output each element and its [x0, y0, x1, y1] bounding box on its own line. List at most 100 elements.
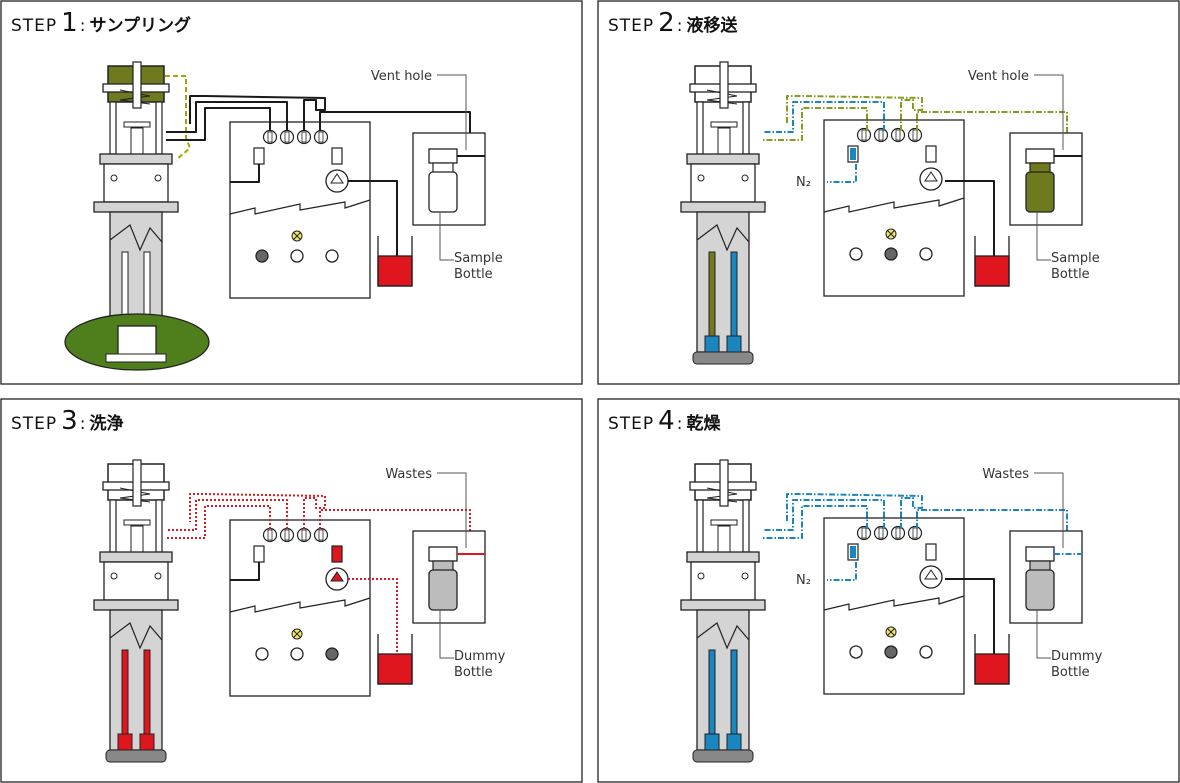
beaker-outline [974, 634, 1010, 685]
vessel-label: Wastes [385, 467, 432, 482]
body-block [690, 163, 756, 203]
callout-line [437, 472, 467, 548]
indicator-light-right [325, 647, 339, 661]
valve-mark [895, 527, 901, 539]
indicator-light-right [919, 247, 933, 261]
bottle-cap [1025, 546, 1055, 562]
pipe-line [189, 493, 326, 529]
bottle-label-line2: Bottle [454, 665, 493, 680]
tube-tip [726, 335, 742, 353]
pipe-line [230, 164, 260, 183]
step-title-step-separator: : [677, 16, 683, 36]
tube-tip [117, 733, 133, 751]
bottle-body [428, 569, 458, 611]
step-title-step-name: 乾燥 [686, 413, 721, 434]
valve-mark [318, 529, 324, 541]
body-block [103, 163, 169, 203]
bottle-body [428, 171, 458, 213]
lamp-cross [887, 628, 895, 636]
step-title-step-prefix: STEP [608, 16, 654, 36]
support-rod-right [155, 101, 163, 155]
body-bottom-flange [680, 599, 766, 611]
pipe-line [916, 509, 1068, 548]
lamp-cross [293, 232, 301, 240]
piping [166, 493, 471, 654]
body-top-plate [99, 153, 173, 165]
body-top-plate [686, 153, 760, 165]
nitrogen-label: N₂ [796, 573, 811, 588]
valve-mark [861, 527, 867, 539]
cabinet-panel-line [823, 197, 965, 213]
inner-tube [730, 649, 738, 737]
sampler-probe [680, 459, 766, 763]
pipe-line [230, 562, 260, 581]
control-box [823, 517, 965, 695]
pipe-line [763, 107, 868, 141]
support-rod-left [109, 101, 117, 155]
pipe-line [319, 111, 471, 150]
callout-line [1034, 472, 1064, 548]
waste-beaker [974, 255, 1010, 287]
bottle-body [1025, 171, 1055, 213]
break-mark-icon [696, 622, 750, 650]
break-mark-icon [696, 224, 750, 252]
inner-tube [143, 649, 151, 737]
pipe-line [348, 578, 398, 654]
body-top-plate [99, 551, 173, 563]
clamp-plate [710, 121, 738, 128]
bolt-icon [697, 572, 705, 580]
valve-stem [130, 525, 144, 553]
indicator-light-middle [290, 249, 304, 263]
pipe-line [945, 578, 995, 654]
bottle-label-line2: Bottle [1051, 665, 1090, 680]
probe-base [105, 353, 167, 363]
sampler-probe [93, 459, 179, 763]
step-title-step-number: 3 [61, 406, 78, 436]
valve-mark [267, 131, 273, 143]
valve-mark [878, 129, 884, 141]
step-title-step-number: 4 [658, 406, 675, 436]
valve-mark [267, 529, 273, 541]
pipe-line [763, 101, 885, 133]
fitting-left [253, 147, 265, 165]
indicator-light-left [849, 645, 863, 659]
probe-tube [696, 609, 750, 751]
control-box [229, 519, 371, 697]
inner-tube [708, 649, 716, 737]
bottle-label-line2: Bottle [454, 267, 493, 282]
body-block [690, 561, 756, 601]
control-box [229, 121, 371, 299]
callout-line [439, 610, 454, 659]
vessel-label: Vent hole [371, 69, 432, 84]
pump-arrow-icon [330, 173, 344, 184]
valve-mark [895, 129, 901, 141]
body-bottom-flange [680, 201, 766, 213]
support-rod-left [696, 101, 704, 155]
pipe-line [166, 499, 288, 531]
nitrogen-label: N₂ [796, 175, 811, 190]
probe-foot [692, 749, 754, 763]
callout-line [437, 74, 467, 150]
step-title-step-separator: : [80, 414, 86, 434]
vessel-label: Vent hole [968, 69, 1029, 84]
pipe-line [348, 180, 398, 256]
body-bottom-flange [93, 201, 179, 213]
bottle-assembly [1009, 530, 1083, 624]
pump-arrow-icon [924, 171, 938, 182]
bottle-cap [428, 148, 458, 164]
pipe-line [319, 509, 471, 548]
tube-tip [704, 733, 720, 751]
inner-tube [730, 251, 738, 339]
pump-arrow-icon [924, 569, 938, 580]
indicator-light-middle [884, 645, 898, 659]
tube-tip [726, 733, 742, 751]
pipe-line [786, 493, 923, 529]
piston-rod [719, 459, 729, 507]
bolt-icon [110, 572, 118, 580]
bottle-label-line1: Sample [454, 251, 503, 266]
valve-stem [130, 127, 144, 155]
